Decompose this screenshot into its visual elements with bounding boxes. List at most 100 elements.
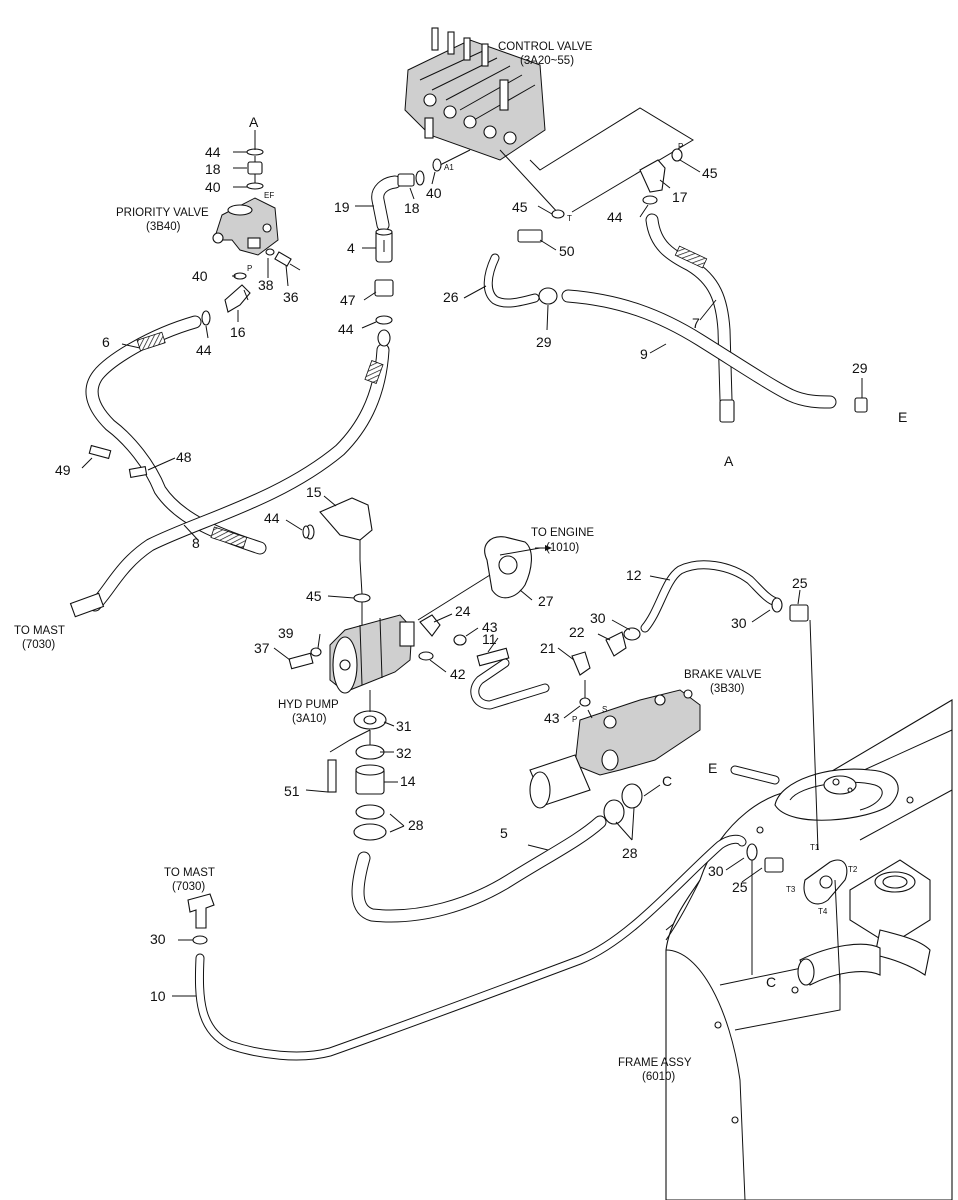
callout: 17 — [672, 189, 688, 205]
callout: 4 — [347, 240, 355, 256]
callout: 32 — [396, 745, 412, 761]
callout: 42 — [450, 666, 466, 682]
caption-to-mast-left-ref: (7030) — [22, 639, 55, 651]
callout: 40 — [205, 179, 221, 195]
leader-lines — [81, 151, 863, 997]
callout: 21 — [540, 640, 556, 656]
callout: 28 — [408, 817, 424, 833]
port-label: P — [678, 142, 683, 151]
callout-labels: 44 18 40 19 18 40 45 17 44 45 4 50 40 38… — [55, 144, 868, 1004]
callout: 44 — [338, 321, 354, 337]
callout: 44 — [196, 342, 212, 358]
callout: 9 — [640, 346, 648, 362]
caption-priority-valve: PRIORITY VALVE — [116, 207, 209, 219]
control-valve-spool-4 — [481, 43, 489, 67]
ref-letter: C — [662, 773, 672, 789]
callout: 24 — [455, 603, 471, 619]
callout: 45 — [702, 165, 718, 181]
callout: 12 — [626, 567, 642, 583]
control-valve-spool-3 — [463, 37, 471, 61]
port-label: T1 — [810, 843, 820, 852]
priority-valve — [212, 197, 279, 256]
callout: 14 — [400, 773, 416, 789]
port-labels: EF P A1 T P S P T1 T2 T3 T4 — [247, 142, 858, 916]
hose-guard-7 — [674, 245, 708, 269]
callout: 48 — [176, 449, 192, 465]
callout: 44 — [607, 209, 623, 225]
port-label: T2 — [848, 865, 858, 874]
port-label: T3 — [786, 885, 796, 894]
port-label: T4 — [818, 907, 828, 916]
callout: 18 — [404, 200, 420, 216]
callout: 43 — [544, 710, 560, 726]
callout: 51 — [284, 783, 300, 799]
port-label: A1 — [444, 163, 454, 172]
caption-brake-valve: BRAKE VALVE — [684, 669, 762, 681]
callout: 30 — [708, 863, 724, 879]
callout: 37 — [254, 640, 270, 656]
callout: 6 — [102, 334, 110, 350]
port-label: P — [572, 715, 577, 724]
callout: 26 — [443, 289, 459, 305]
port-label: EF — [264, 191, 274, 200]
caption-frame-assy-ref: (6010) — [642, 1071, 675, 1083]
hose-guard-8b — [364, 360, 384, 384]
callout: 29 — [852, 360, 868, 376]
port-label: P — [247, 264, 252, 273]
callout: 44 — [205, 144, 221, 160]
callout: 25 — [792, 575, 808, 591]
ref-letter: A — [724, 453, 734, 469]
callout: 30 — [590, 610, 606, 626]
callout: 7 — [692, 315, 700, 331]
callout: 22 — [569, 624, 585, 640]
callout: 10 — [150, 988, 166, 1004]
ref-letter: C — [766, 974, 776, 990]
control-valve-spool-5 — [499, 79, 509, 111]
hose-guard-6 — [136, 331, 166, 352]
ref-letter: E — [898, 409, 907, 425]
control-valve-stud — [424, 117, 434, 139]
callout: 44 — [264, 510, 280, 526]
callout: 30 — [731, 615, 747, 631]
port-label: S — [602, 705, 607, 714]
caption-to-mast-bottom-ref: (7030) — [172, 881, 205, 893]
ref-letter: A — [249, 114, 259, 130]
callout: 50 — [559, 243, 575, 259]
priority-valve-port — [247, 237, 261, 249]
caption-to-mast-left: TO MAST — [14, 625, 65, 637]
caption-control-valve-ref: (3A20~55) — [520, 55, 574, 67]
callout: 5 — [500, 825, 508, 841]
callout: 40 — [426, 185, 442, 201]
control-valve — [404, 27, 546, 161]
callout: 11 — [482, 631, 497, 647]
reference-letters: A A E E C C — [249, 114, 907, 990]
callout: 28 — [622, 845, 638, 861]
hyd-pump — [329, 614, 415, 694]
caption-to-engine-ref: (1010) — [546, 542, 579, 554]
caption-hyd-pump-ref: (3A10) — [292, 713, 327, 725]
callout: 45 — [512, 199, 528, 215]
frame-assy-tank — [665, 699, 953, 1200]
ref-letter: E — [708, 760, 717, 776]
callout: 16 — [230, 324, 246, 340]
callout: 25 — [732, 879, 748, 895]
hoses — [85, 175, 837, 1061]
callout: 43 — [482, 619, 498, 635]
callout: 19 — [334, 199, 350, 215]
callout: 45 — [306, 588, 322, 604]
callout: 38 — [258, 277, 274, 293]
callout: 31 — [396, 718, 412, 734]
callout: 29 — [536, 334, 552, 350]
callout: 15 — [306, 484, 322, 500]
callout: 39 — [278, 625, 294, 641]
callout: 18 — [205, 161, 221, 177]
caption-hyd-pump: HYD PUMP — [278, 699, 339, 711]
callout: 49 — [55, 462, 71, 478]
callout: 40 — [192, 268, 208, 284]
control-valve-spool-2 — [447, 31, 455, 55]
component-captions: CONTROL VALVE (3A20~55) PRIORITY VALVE (… — [14, 41, 762, 1083]
control-valve-spool-1 — [431, 27, 439, 51]
caption-frame-assy: FRAME ASSY — [618, 1057, 692, 1069]
